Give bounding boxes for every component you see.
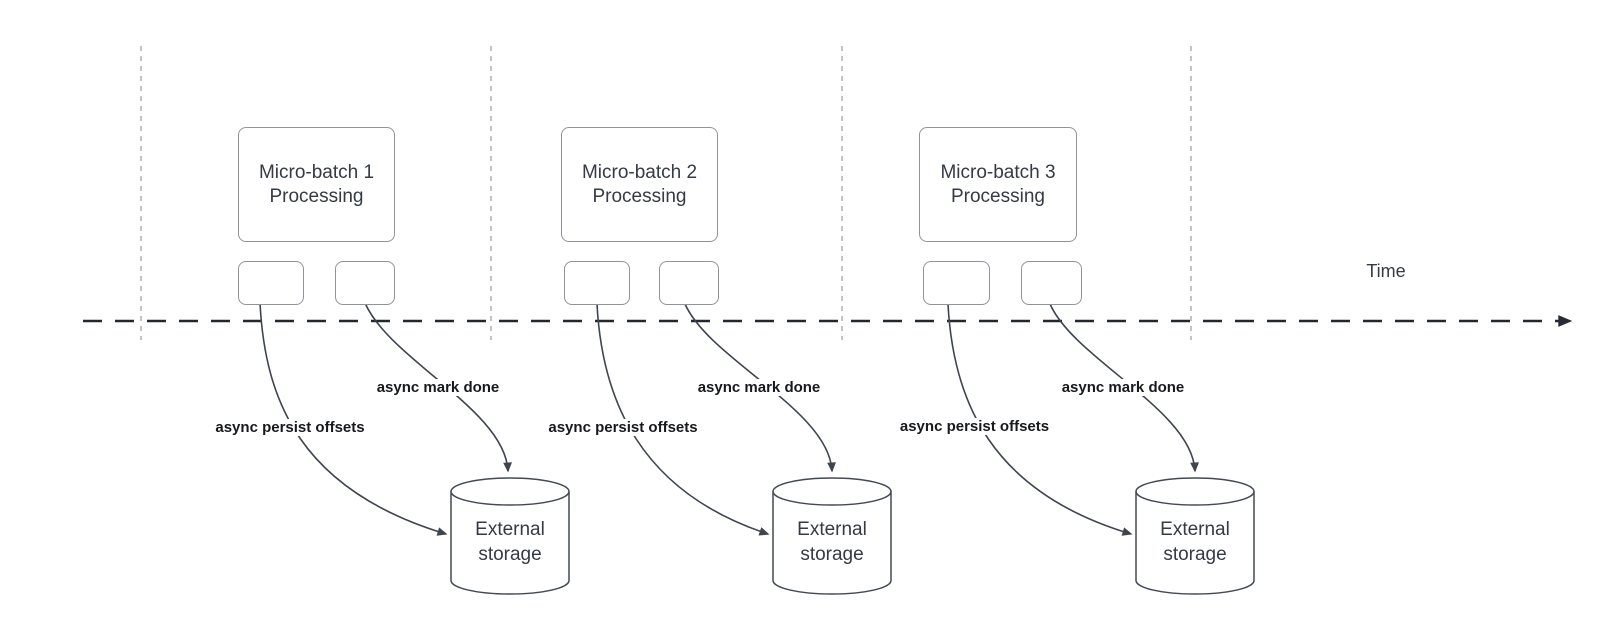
external-storage-label-2: External storage [773, 517, 891, 567]
microbatch-1-title: Micro-batch 1 Processing [259, 161, 374, 209]
microbatch-3-title: Micro-batch 3 Processing [940, 161, 1055, 209]
persist-offsets-label-1: async persist offsets [204, 419, 376, 436]
external-storage-label-3-line1: External [1160, 519, 1230, 540]
task-box-2-left [564, 261, 630, 305]
external-storage-label-1: External storage [451, 517, 569, 567]
external-storage-cylinder-3 [1135, 477, 1255, 595]
microbatch-1-processing-box: Micro-batch 1 Processing [238, 127, 395, 242]
task-box-1-left [238, 261, 304, 305]
external-storage-label-3: External storage [1136, 517, 1254, 567]
microbatch-2-title: Micro-batch 2 Processing [582, 161, 697, 209]
external-storage-label-3-line2: storage [1163, 544, 1227, 565]
microbatch-3-title-line2: Processing [950, 185, 1045, 207]
persist-offsets-label-3: async persist offsets [889, 418, 1060, 435]
external-storage-label-2-line2: storage [800, 544, 864, 565]
microbatch-2-title-line2: Processing [592, 185, 687, 207]
persist-offsets-arrow-3 [947, 303, 1133, 536]
time-label: Time [1366, 261, 1406, 281]
external-storage-label-2-line1: External [797, 519, 867, 540]
microbatch-3-processing-box: Micro-batch 3 Processing [919, 127, 1077, 242]
mark-done-label-2: async mark done [688, 379, 830, 396]
task-box-3-left [923, 261, 990, 305]
external-storage-label-1-line1: External [475, 519, 545, 540]
external-storage-cylinder-1 [450, 477, 570, 595]
microbatch-2-title-line1: Micro-batch 2 [581, 161, 698, 183]
microbatch-1-title-line2: Processing [269, 185, 364, 207]
microbatch-2-processing-box: Micro-batch 2 Processing [561, 127, 718, 242]
persist-offsets-arrow-1 [259, 302, 448, 536]
microbatch-3-title-line1: Micro-batch 3 [940, 161, 1056, 183]
persist-offsets-label-2: async persist offsets [537, 419, 709, 436]
task-box-1-right [335, 261, 395, 305]
task-box-3-right [1021, 261, 1082, 305]
microbatch-1-title-line1: Micro-batch 1 [258, 161, 375, 183]
mark-done-label-1: async mark done [368, 379, 508, 396]
task-box-2-right [659, 261, 719, 305]
external-storage-cylinder-2 [772, 477, 892, 595]
mark-done-label-3: async mark done [1053, 379, 1193, 396]
external-storage-label-1-line2: storage [478, 544, 542, 565]
persist-offsets-arrow-2 [596, 303, 770, 536]
